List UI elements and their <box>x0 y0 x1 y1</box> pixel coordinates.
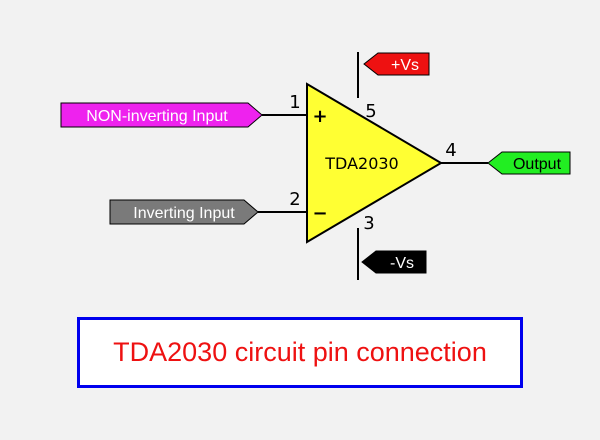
non-inverting-input-tag: NON-inverting Input <box>60 102 263 128</box>
negative-supply-tag: -Vs <box>361 250 427 274</box>
output-label: Output <box>513 156 562 173</box>
pin-number-2: 2 <box>289 189 300 210</box>
pin-number-1: 1 <box>289 92 300 113</box>
positive-supply-tag: +Vs <box>363 52 430 76</box>
pin-number-5: 5 <box>365 101 376 122</box>
pin-number-4: 4 <box>445 140 456 161</box>
plus-sign: + <box>312 106 327 127</box>
positive-supply-label: +Vs <box>391 57 419 74</box>
caption-text: TDA2030 circuit pin connection <box>113 337 487 367</box>
minus-sign: − <box>312 203 327 224</box>
chip-name: TDA2030 <box>324 154 398 173</box>
output-tag: Output <box>487 151 571 175</box>
inverting-input-label: Inverting Input <box>133 205 235 222</box>
op-amp-triangle <box>306 82 443 244</box>
pin-number-3: 3 <box>363 213 374 234</box>
non-inverting-input-label: NON-inverting Input <box>86 108 228 125</box>
negative-supply-label: -Vs <box>390 255 414 272</box>
caption-box: TDA2030 circuit pin connection <box>77 317 523 388</box>
inverting-input-tag: Inverting Input <box>109 199 259 225</box>
